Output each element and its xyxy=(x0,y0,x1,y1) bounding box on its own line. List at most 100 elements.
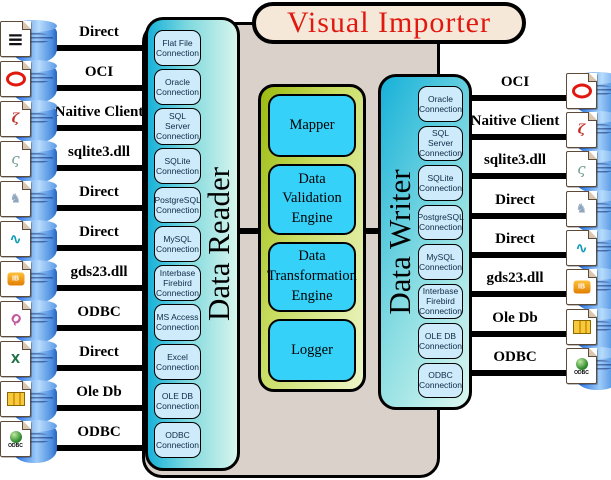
connection-box-oracle: Oracle Connection xyxy=(154,69,201,106)
document-page xyxy=(566,269,597,305)
data-writer-panel: Data Writer Oracle Connection SQL Server… xyxy=(378,74,472,410)
document-page xyxy=(566,191,597,227)
connector-line xyxy=(46,125,148,131)
page-fold xyxy=(22,181,31,190)
connector-line xyxy=(46,205,148,211)
link-type-label: ODBC xyxy=(77,304,121,320)
document-page xyxy=(0,341,31,377)
connection-box-flat-file: Flat File Connection xyxy=(154,30,201,67)
connection-box-odbc: ODBC Connection xyxy=(154,421,201,459)
connection-box-odbc: ODBC Connection xyxy=(418,362,463,398)
document-page xyxy=(566,309,597,345)
data-validation-engine-box: Data Validation Engine xyxy=(268,164,356,235)
engine-stack: Mapper Data Validation Engine Data Trans… xyxy=(258,84,366,392)
document-page xyxy=(566,112,597,148)
page-fold xyxy=(588,348,597,357)
excel-icon xyxy=(0,340,58,389)
document-page xyxy=(0,381,31,417)
logo-glyph xyxy=(9,230,22,248)
connector-line xyxy=(464,173,572,179)
page-fold xyxy=(22,421,31,430)
mysql-icon xyxy=(566,229,611,278)
connector-line xyxy=(46,85,148,91)
link-type-label: Ole Db xyxy=(492,310,538,326)
logo-glyph xyxy=(9,430,22,443)
connector-line xyxy=(464,252,572,258)
logo-glyph xyxy=(572,320,591,334)
connector-line xyxy=(46,245,148,251)
document-page xyxy=(0,221,31,257)
logo-glyph xyxy=(575,239,588,257)
connection-box-excel: Excel Connection xyxy=(154,343,201,380)
ole-db-icon xyxy=(0,380,58,429)
data-transformation-engine-box: Data Transformation Engine xyxy=(267,241,357,312)
logger-box: Logger xyxy=(268,319,356,382)
sql-server-icon xyxy=(0,100,58,149)
link-type-label: sqlite3.dll xyxy=(67,144,131,160)
logo-glyph xyxy=(11,352,20,366)
link-type-label: Direct xyxy=(495,192,535,208)
page-fold xyxy=(22,381,31,390)
logo-glyph xyxy=(10,192,22,207)
interbase-icon xyxy=(566,268,611,317)
document-page xyxy=(0,181,31,217)
connection-box-ms-access: MS Access Connection xyxy=(154,304,201,341)
odbc-icon xyxy=(0,420,58,469)
diagram-title-pill: Visual Importer xyxy=(252,2,526,44)
link-type-label: OCI xyxy=(500,74,530,90)
logo-glyph xyxy=(571,83,592,99)
diagram-title: Visual Importer xyxy=(287,6,491,39)
page-fold xyxy=(22,341,31,350)
connector-line xyxy=(464,134,572,140)
connection-box-ole-db: OLE DB Connection xyxy=(418,323,463,359)
postgresql-icon xyxy=(0,180,58,229)
connection-box-sql-server: SQL Server Connection xyxy=(418,125,463,161)
odbc-icon xyxy=(566,347,611,396)
sqlite-icon xyxy=(566,150,611,199)
logo-glyph xyxy=(7,31,24,47)
page-fold xyxy=(588,112,597,121)
logo-glyph xyxy=(578,123,586,138)
postgresql-icon xyxy=(566,190,611,239)
link-type-label: ODBC xyxy=(493,349,537,365)
page-fold xyxy=(22,61,31,70)
page-fold xyxy=(588,230,597,239)
ms-access-icon xyxy=(0,300,58,349)
connector-line xyxy=(46,325,148,331)
page-fold xyxy=(22,261,31,270)
logo-glyph xyxy=(7,272,24,286)
connector-line xyxy=(464,370,572,376)
link-type-label: ODBC xyxy=(77,424,121,440)
connection-box-postgresql: PostgreSQL Connection xyxy=(418,204,464,240)
mapper-box: Mapper xyxy=(268,94,356,157)
document-page xyxy=(566,151,597,187)
link-type-label: Direct xyxy=(495,231,535,247)
connector-line xyxy=(46,165,148,171)
link-type-label: Naitive Client xyxy=(54,104,144,120)
page-fold xyxy=(22,221,31,230)
sqlite-icon xyxy=(0,140,58,189)
document-page xyxy=(566,230,597,266)
logo-glyph xyxy=(11,150,19,168)
data-reader-title: Data Reader xyxy=(201,166,236,322)
connection-box-sql-server: SQL Server Connection xyxy=(154,108,201,145)
document-page xyxy=(0,141,31,177)
link-type-label: Direct xyxy=(79,344,119,360)
document-page xyxy=(0,21,31,57)
connector-line xyxy=(464,95,572,101)
ole-db-icon xyxy=(566,308,611,357)
link-type-label: Naitive Client xyxy=(470,113,560,129)
connector-line xyxy=(464,213,572,219)
data-writer-title: Data Writer xyxy=(382,169,417,315)
link-type-label: sqlite3.dll xyxy=(483,152,547,168)
data-reader-panel: Flat File Connection Oracle Connection S… xyxy=(145,17,240,471)
document-page xyxy=(0,301,31,337)
connector-line xyxy=(464,331,572,337)
reader-connection-list: Flat File Connection Oracle Connection S… xyxy=(154,30,201,459)
connector-line xyxy=(46,45,148,51)
interbase-icon xyxy=(0,260,58,309)
connector-line xyxy=(46,365,148,371)
page-fold xyxy=(22,301,31,310)
connection-box-mysql: MySQL Connection xyxy=(418,244,463,280)
